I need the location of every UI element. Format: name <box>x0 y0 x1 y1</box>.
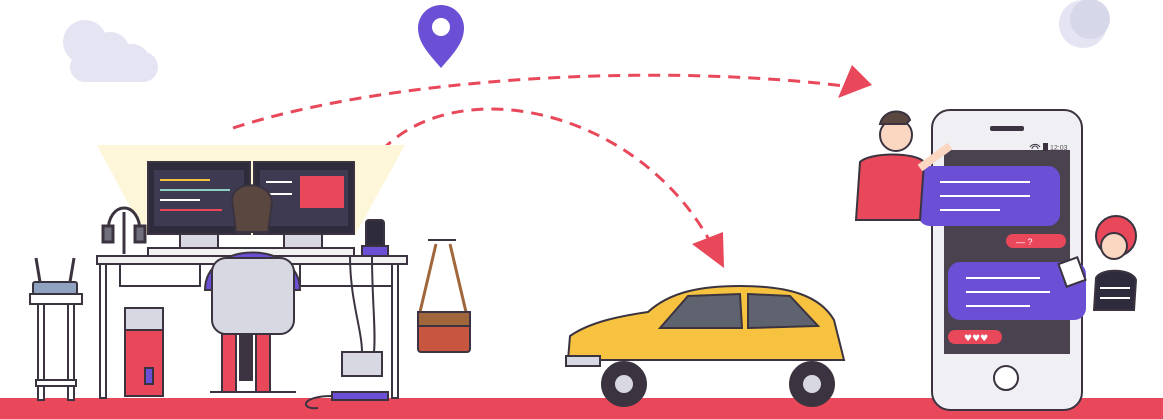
smartphone: 12:03 <box>931 109 1083 411</box>
hanging-bag <box>417 239 471 353</box>
battery-icon <box>1043 143 1048 151</box>
phone-status-time: 12:03 <box>1050 145 1068 152</box>
arrow-head-car <box>692 232 724 268</box>
pc-tower <box>124 307 164 397</box>
phone-dock <box>361 219 389 257</box>
route-desk-to-phone <box>232 73 861 130</box>
cloud-icon <box>63 20 158 82</box>
floor-strip <box>0 398 1163 419</box>
moon-icon <box>1059 0 1110 48</box>
man-waving <box>854 110 953 221</box>
arrow-head-phone <box>838 65 872 98</box>
chat-bubble-reaction: ♥♥♥ <box>948 330 1002 344</box>
power-strip <box>304 255 389 410</box>
chat-bubble-incoming-1 <box>918 166 1060 226</box>
headphones <box>101 206 147 254</box>
chat-bubble-incoming-2 <box>948 262 1086 320</box>
woman-with-note <box>1057 215 1138 311</box>
route-to-car <box>380 107 714 246</box>
location-pin-icon <box>418 5 464 68</box>
person-at-desk <box>203 184 302 393</box>
wifi-router <box>32 257 78 295</box>
chat-bubble-question: — ? <box>1006 234 1066 248</box>
chat-question-text: — ? <box>1016 237 1033 247</box>
wifi-icon <box>1029 143 1041 150</box>
car <box>565 284 846 407</box>
side-table <box>29 293 83 401</box>
chat-reaction-text: ♥♥♥ <box>964 334 988 344</box>
monitor-right <box>253 161 355 251</box>
